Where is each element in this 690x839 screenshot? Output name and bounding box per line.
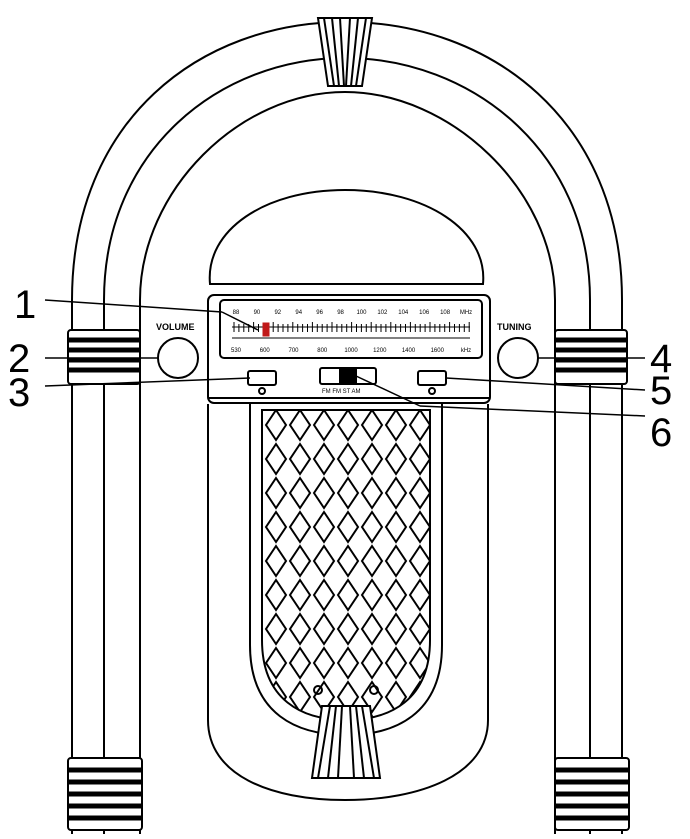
top-ornament xyxy=(316,17,374,87)
scale-label: 90 xyxy=(254,310,261,316)
callout-2: 2 xyxy=(8,337,30,381)
scale-label: 600 xyxy=(260,348,271,354)
callout-4: 4 xyxy=(650,337,672,381)
scale-label: 1000 xyxy=(344,348,358,354)
scale-label: 106 xyxy=(419,310,430,316)
callout-5: 5 xyxy=(650,369,672,413)
scale-label: 102 xyxy=(377,310,388,316)
power-icon xyxy=(258,387,266,395)
scale-label: 1200 xyxy=(373,348,387,354)
callout-6: 6 xyxy=(650,411,672,455)
scale-label: 530 xyxy=(231,348,242,354)
scale-label: 800 xyxy=(317,348,328,354)
volume-label: VOLUME xyxy=(156,322,195,332)
speaker-grille xyxy=(249,404,443,737)
tuning-label: TUNING xyxy=(497,322,532,332)
scale-label: MHz xyxy=(460,310,472,316)
right-column-bands xyxy=(554,329,630,831)
lower-cabinet xyxy=(207,404,489,802)
scale-label: 94 xyxy=(295,310,302,316)
scale-label: 96 xyxy=(316,310,323,316)
dome-window xyxy=(208,188,485,285)
scale-label: 92 xyxy=(274,310,281,316)
scale-label: 700 xyxy=(288,348,299,354)
left-column-bands xyxy=(67,329,143,831)
scale-label: 98 xyxy=(337,310,344,316)
scale-label: kHz xyxy=(461,348,471,354)
callout-lines xyxy=(44,299,646,417)
scale-label: 1400 xyxy=(402,348,416,354)
dial-pointer xyxy=(262,322,270,337)
bottom-ornament xyxy=(310,685,382,779)
scale-label: 1600 xyxy=(431,348,445,354)
fm-scale-labels: 88 90 92 94 96 98 100 102 104 106 108 MHz xyxy=(233,310,473,316)
scale-label: 108 xyxy=(440,310,451,316)
scale-label: 104 xyxy=(398,310,409,316)
callout-1: 1 xyxy=(14,283,36,327)
callout-3: 3 xyxy=(8,371,30,415)
light-icon xyxy=(428,387,436,395)
am-scale-labels: 530 600 700 800 1000 1200 1400 1600 kHz xyxy=(231,348,471,354)
scale-label: 88 xyxy=(233,310,240,316)
scale-label: 100 xyxy=(356,310,367,316)
band-switch-label: FM FM ST AM xyxy=(322,389,361,395)
